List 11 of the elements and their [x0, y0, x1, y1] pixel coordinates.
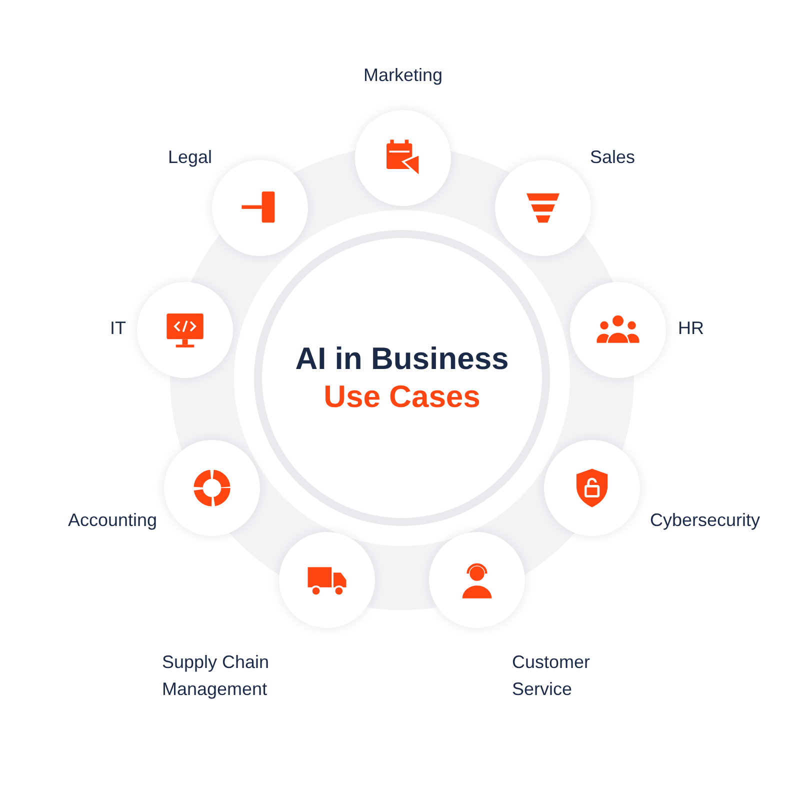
category-label: Accounting — [68, 509, 157, 532]
title-text: AI in Business — [295, 340, 509, 378]
subtitle-text: Use Cases — [324, 378, 480, 416]
category-label: Sales — [590, 146, 636, 169]
category-label: Cybersecurity — [650, 509, 762, 532]
category-label: HR — [678, 317, 704, 340]
category-label: Customer Service — [512, 651, 592, 701]
category-label: Legal — [168, 146, 212, 169]
category-label: Supply Chain Management — [162, 651, 270, 701]
category-label: Marketing — [362, 64, 444, 87]
category-label: IT — [110, 317, 126, 340]
